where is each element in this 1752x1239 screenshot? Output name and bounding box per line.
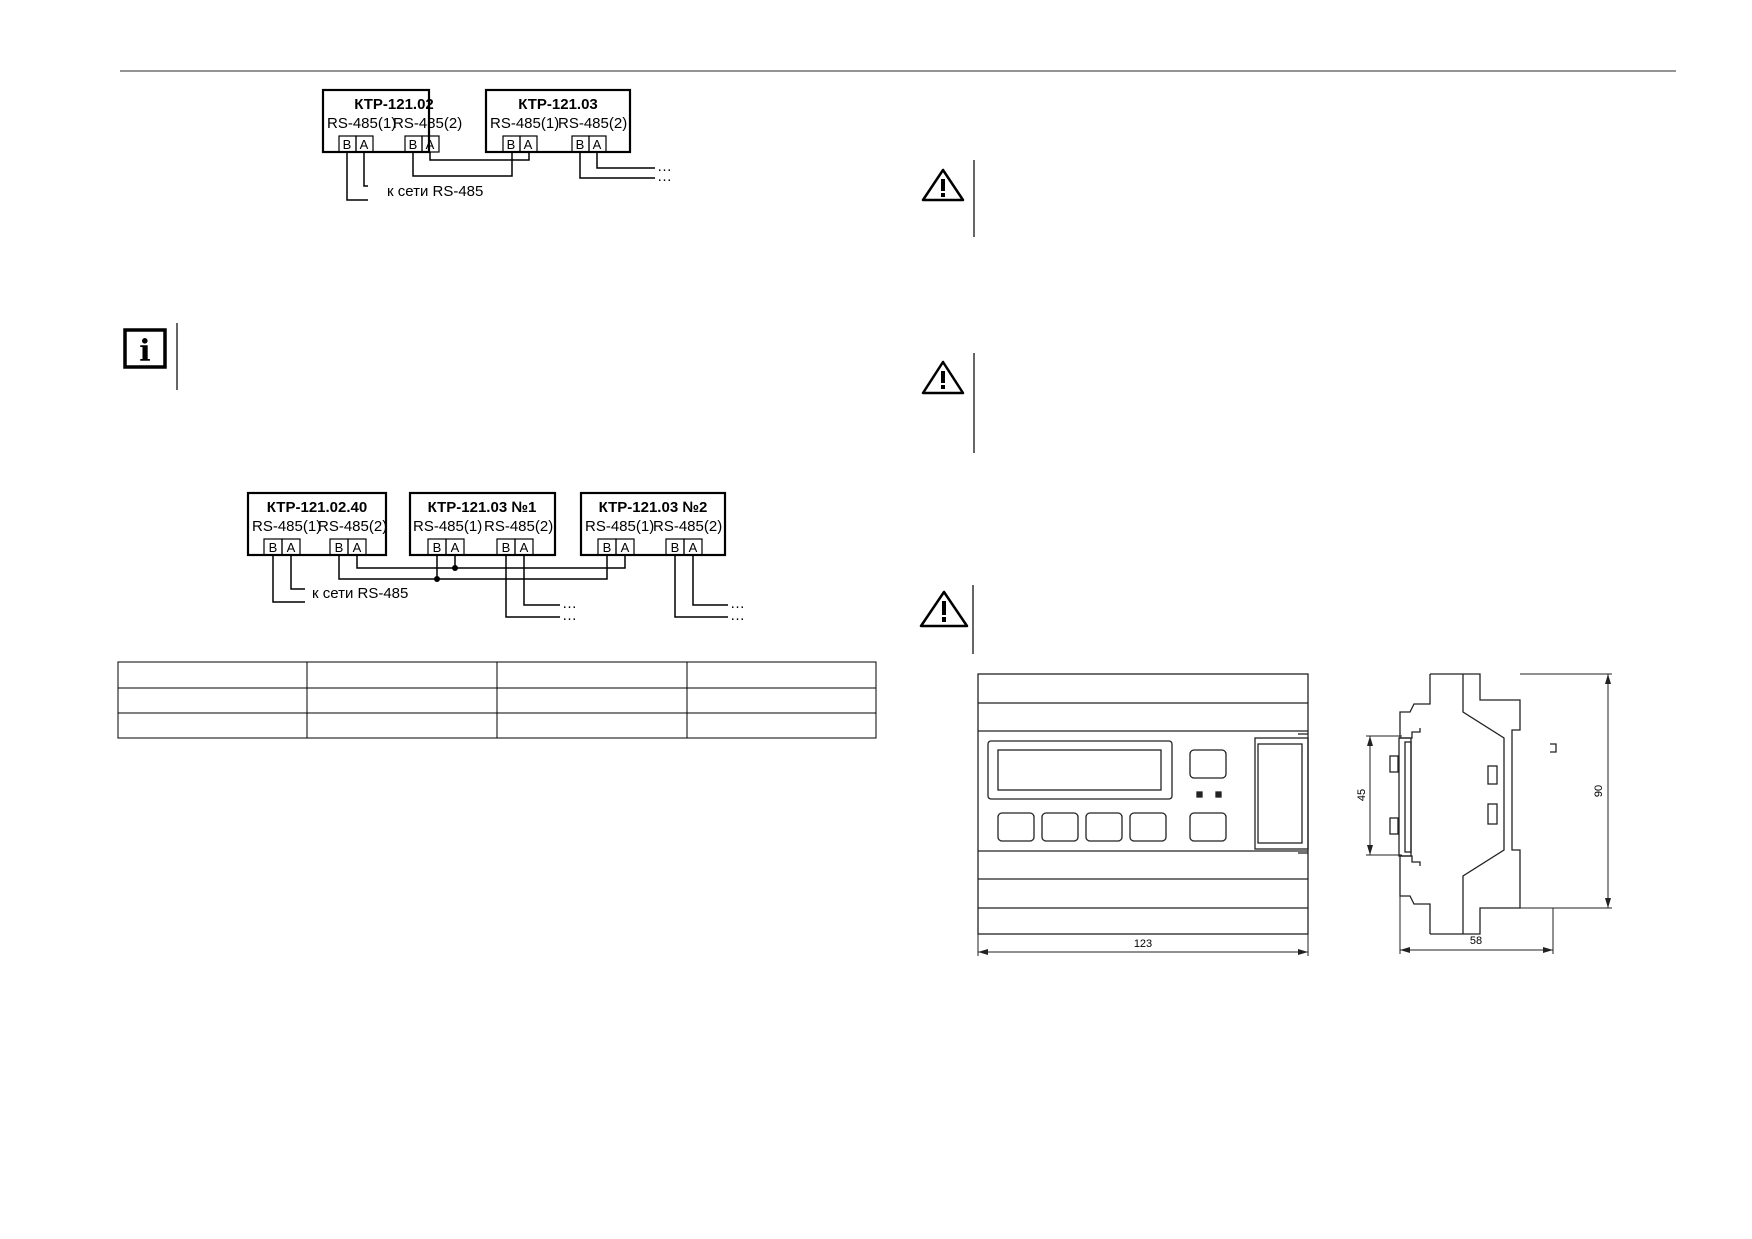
- continuation-mark: …: [562, 607, 577, 624]
- network-label: к сети RS-485: [387, 183, 483, 200]
- device-title: КТР-121.02.40: [267, 499, 367, 516]
- terminal-b: B: [603, 540, 612, 555]
- terminal-b: B: [335, 540, 344, 555]
- continuation-mark: …: [562, 595, 577, 612]
- dimension-depth: 58: [1470, 935, 1482, 947]
- device-box: [484, 88, 632, 154]
- terminal-a: A: [360, 137, 369, 152]
- device-title: КТР-121.03 №1: [428, 499, 537, 516]
- port-label: RS-485(2): [393, 115, 462, 132]
- device-title: КТР-121.03: [518, 96, 598, 113]
- port-label: RS-485(1): [585, 518, 654, 535]
- info-icon: i: [123, 323, 178, 390]
- terminal-b: B: [409, 137, 418, 152]
- empty-table: [117, 661, 877, 739]
- port-label: RS-485(2): [484, 518, 553, 535]
- diagram-2-labels: КТР-121.02.40 RS-485(1) RS-485(2) КТР-12…: [252, 499, 745, 624]
- device-title: КТР-121.03 №2: [599, 499, 708, 516]
- device-box: [579, 491, 727, 557]
- diagram-1: [321, 88, 655, 201]
- network-label: к сети RS-485: [312, 585, 408, 602]
- continuation-mark: …: [657, 168, 672, 185]
- terminal-b: B: [507, 137, 516, 152]
- port-label: RS-485(1): [490, 115, 559, 132]
- dimension-height: 90: [1593, 785, 1605, 797]
- terminal-b: B: [433, 540, 442, 555]
- port-label: RS-485(2): [558, 115, 627, 132]
- continuation-mark: …: [657, 158, 672, 175]
- port-label: RS-485(1): [327, 115, 396, 132]
- device-box: [321, 88, 431, 154]
- terminal-b: B: [576, 137, 585, 152]
- terminal-b: B: [343, 137, 352, 152]
- port-label: RS-485(2): [653, 518, 722, 535]
- continuation-mark: …: [730, 595, 745, 612]
- terminal-b: B: [671, 540, 680, 555]
- warning-icon: [919, 585, 974, 654]
- dimension-width: 123: [1134, 938, 1152, 950]
- terminal-a: A: [621, 540, 630, 555]
- port-label: RS-485(2): [318, 518, 387, 535]
- terminal-a: A: [520, 540, 529, 555]
- warning-icon: [921, 160, 975, 237]
- terminal-a: A: [353, 540, 362, 555]
- diagram-2: [246, 491, 728, 618]
- continuation-mark: …: [730, 607, 745, 624]
- side-view-drawing: [1366, 673, 1612, 954]
- port-label: RS-485(1): [252, 518, 321, 535]
- device-box: [246, 491, 388, 557]
- terminal-b: B: [502, 540, 511, 555]
- port-label: RS-485(1): [413, 518, 482, 535]
- dimension-panel: 45: [1356, 789, 1368, 801]
- terminal-a: A: [689, 540, 698, 555]
- warning-icon: [921, 353, 975, 453]
- diagram-1-labels: КТР-121.02 RS-485(1) RS-485(2) КТР-121.0…: [327, 96, 672, 200]
- terminal-b: B: [269, 540, 278, 555]
- terminal-a: A: [426, 137, 435, 152]
- terminal-a: A: [524, 137, 533, 152]
- svg-text:i: i: [139, 334, 150, 369]
- terminal-a: A: [451, 540, 460, 555]
- device-title: КТР-121.02: [354, 96, 434, 113]
- terminal-a: A: [287, 540, 296, 555]
- device-box: [408, 491, 557, 557]
- terminal-a: A: [593, 137, 602, 152]
- front-view-drawing: [977, 673, 1309, 956]
